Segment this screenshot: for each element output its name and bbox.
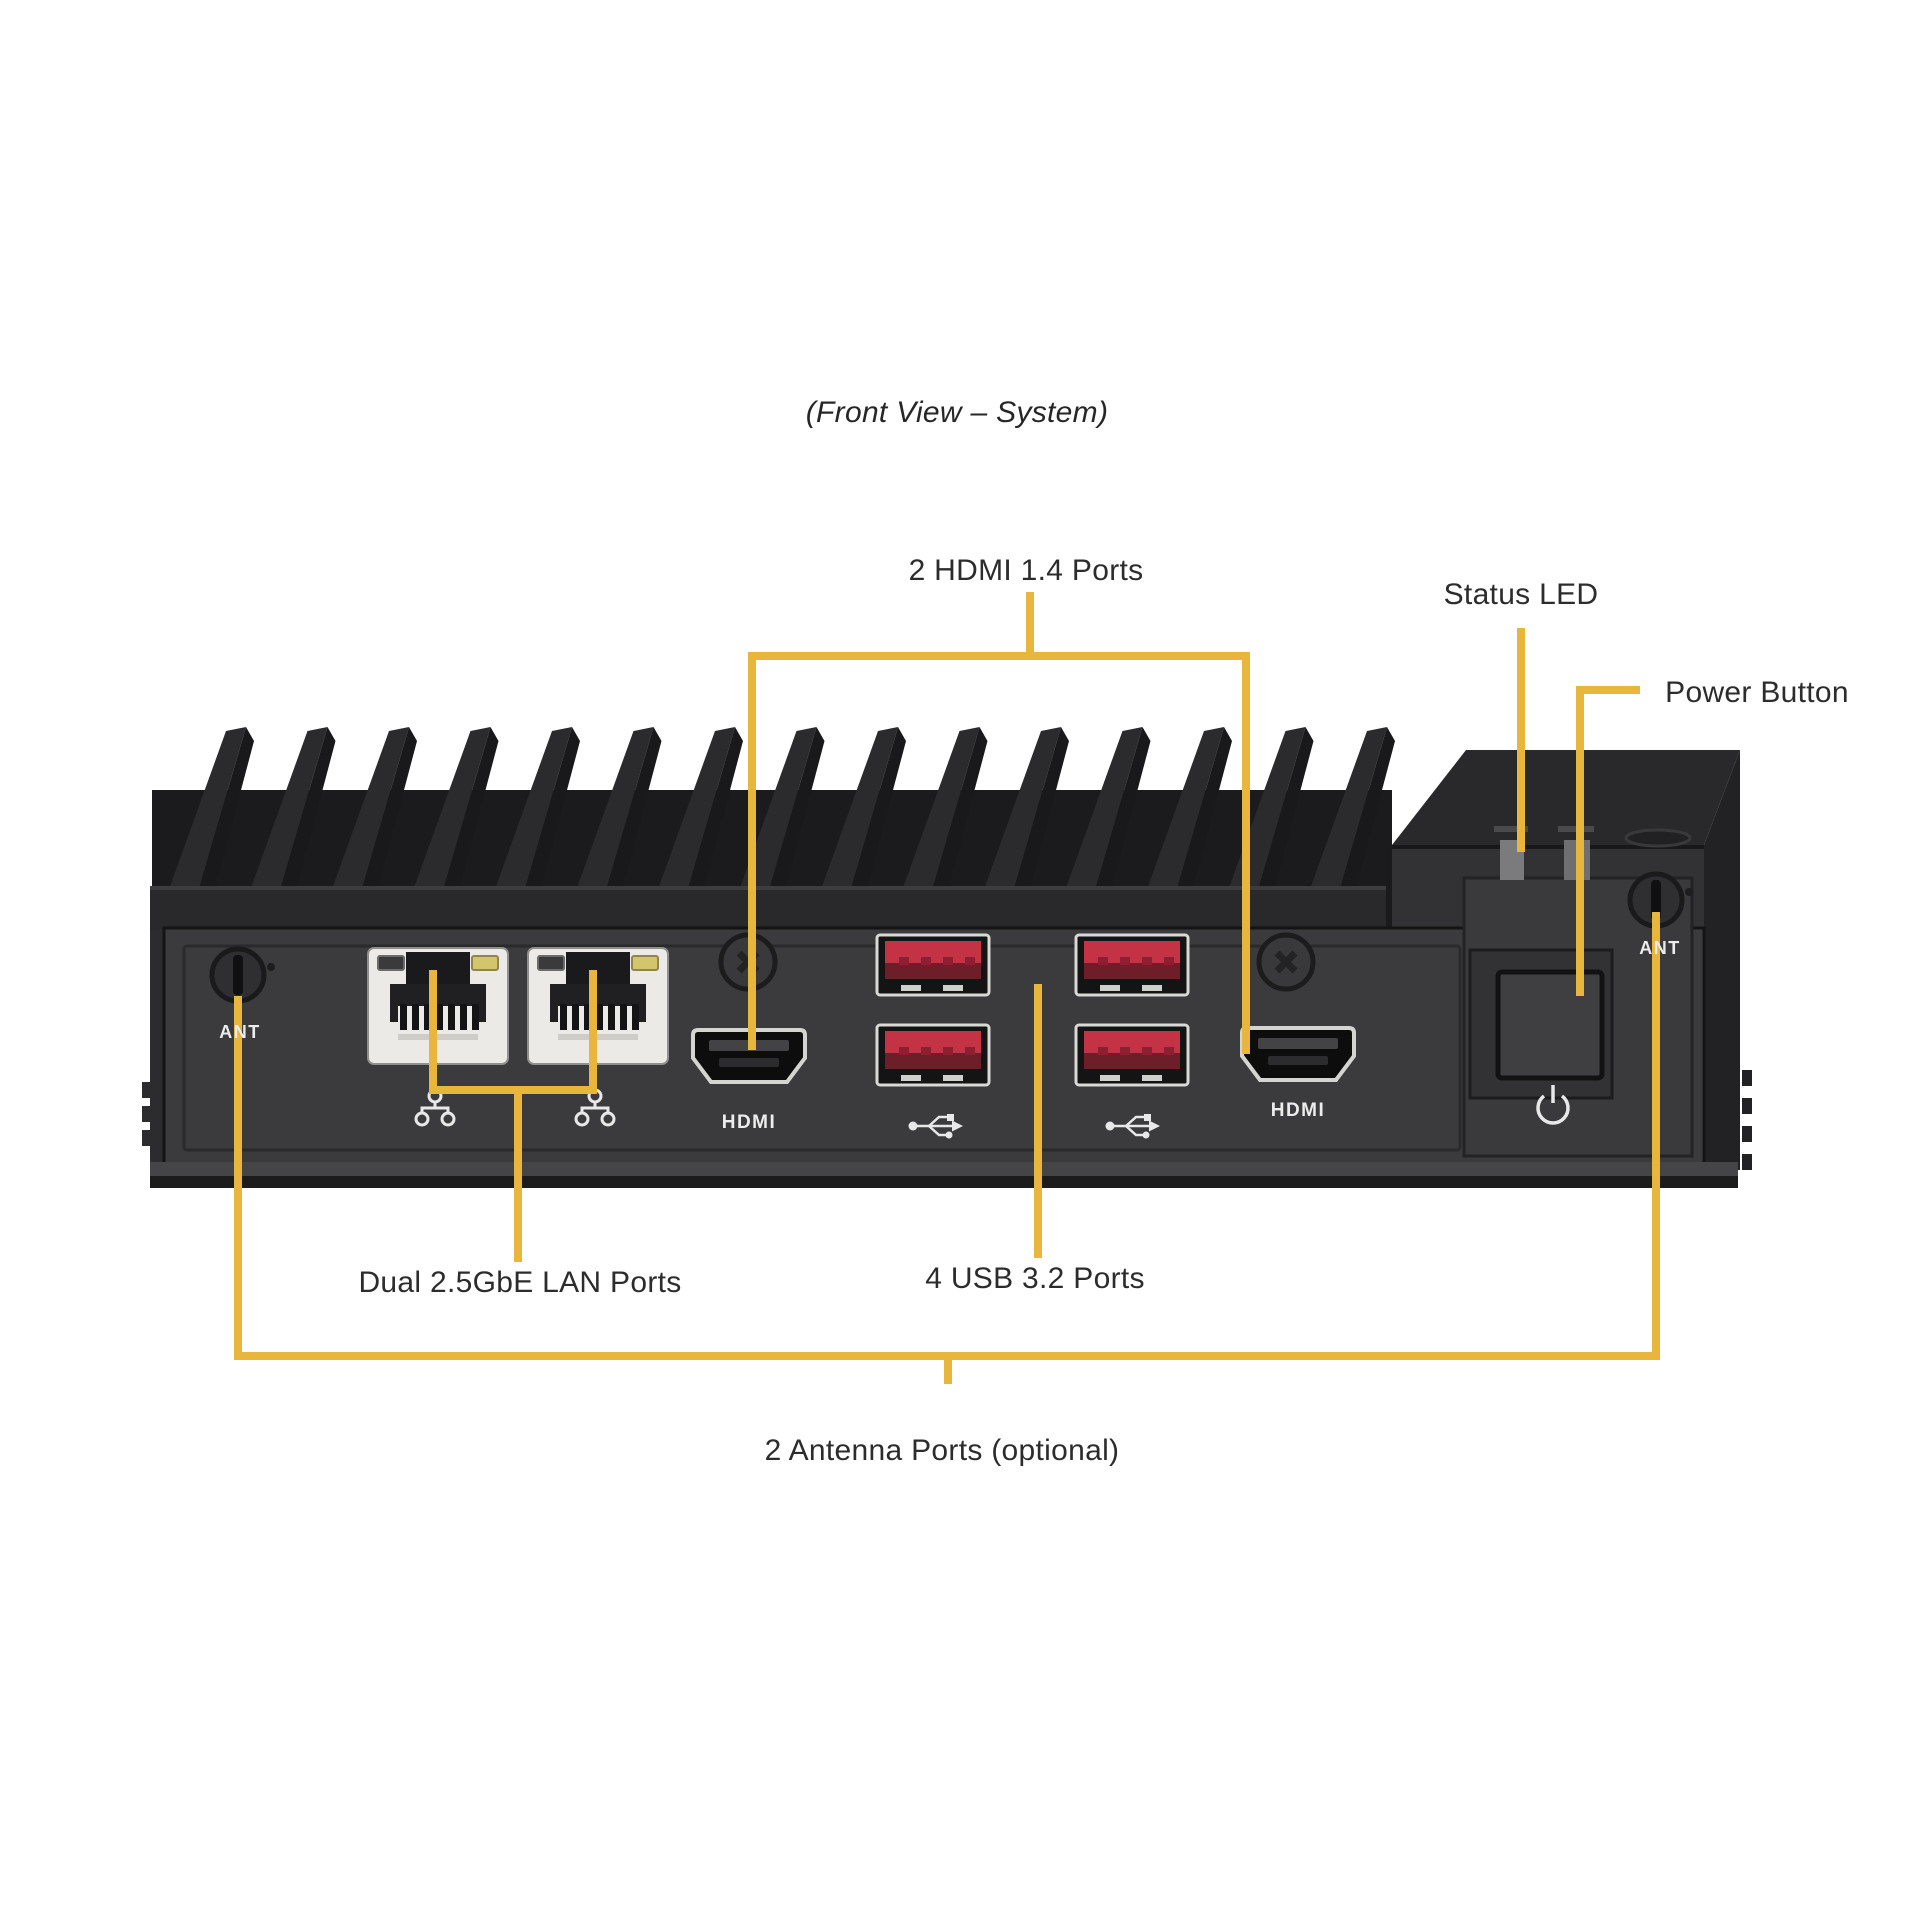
- chassis-heatsink: [150, 727, 1395, 934]
- hdmi-port-2: [1240, 1026, 1356, 1082]
- hdmi-port-label-1: HDMI: [721, 1112, 777, 1133]
- callout-label-power-button: Power Button: [1665, 676, 1849, 709]
- callout-label-usb: 4 USB 3.2 Ports: [925, 1262, 1145, 1295]
- lan-port-2: [527, 947, 669, 1065]
- usb-port-3: [1074, 933, 1190, 997]
- ant-port-label-left: ANT: [219, 1022, 261, 1042]
- callout-label-hdmi: 2 HDMI 1.4 Ports: [908, 554, 1144, 587]
- callout-line-hdmi: [748, 592, 1250, 1054]
- panel-screw: [1259, 935, 1313, 989]
- callout-line-power: [1576, 686, 1640, 996]
- callout-label-antenna: 2 Antenna Ports (optional): [764, 1434, 1120, 1467]
- chassis-left-edge: [142, 930, 166, 1170]
- callout-line-lan: [429, 970, 597, 1262]
- usb-port-4: [1074, 1023, 1190, 1087]
- callout-label-lan: Dual 2.5GbE LAN Ports: [358, 1266, 682, 1299]
- usb-port-2: [875, 1023, 991, 1087]
- hdmi-port-label-2: HDMI: [1270, 1100, 1326, 1121]
- top-screw: [1624, 828, 1692, 848]
- ant-port-label-right: ANT: [1639, 938, 1681, 958]
- diagram-title: (Front View – System): [805, 396, 1109, 429]
- power-icon: [1536, 1085, 1570, 1125]
- usb-port-1: [875, 933, 991, 997]
- power-button: [1468, 948, 1614, 1100]
- callout-line-antenna: [234, 912, 1660, 1384]
- callout-lines: [234, 592, 1660, 1384]
- callout-label-status-led: Status LED: [1443, 578, 1599, 611]
- lan-port-1: [367, 947, 509, 1065]
